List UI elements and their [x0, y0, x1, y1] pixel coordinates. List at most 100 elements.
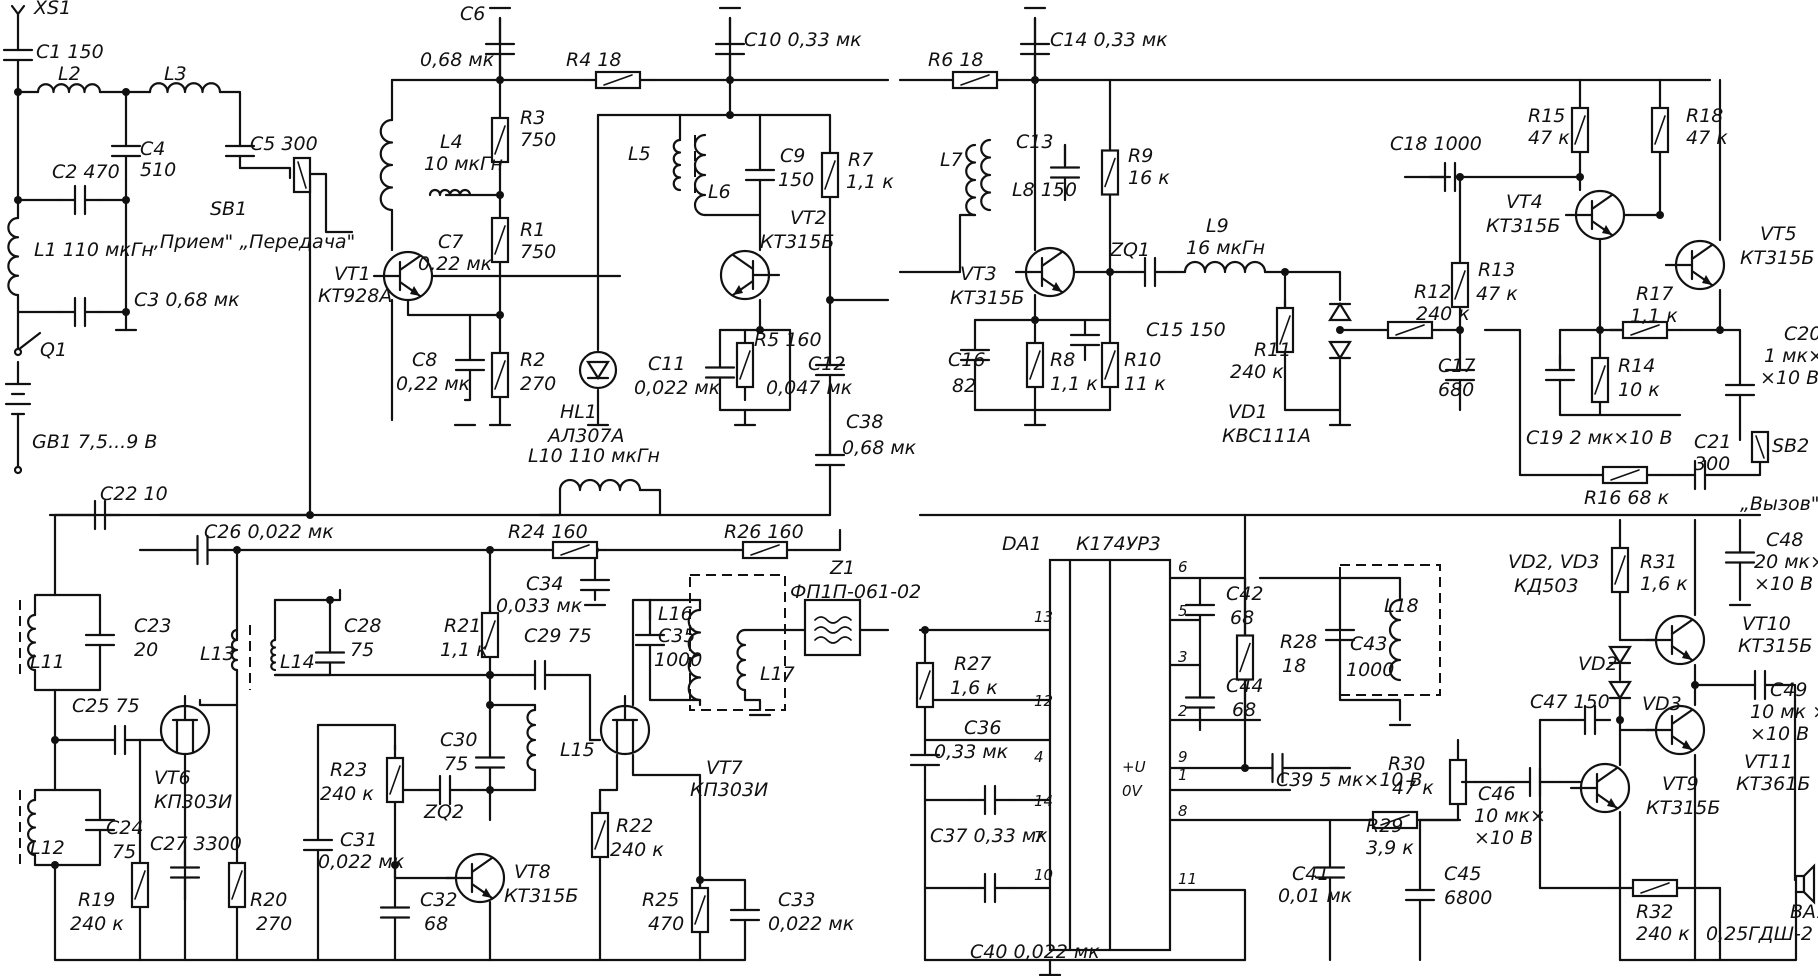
label-c3: C3 0,68 мк — [134, 289, 240, 311]
capacitor-c22 — [78, 499, 122, 531]
label-r13a: R13 — [1478, 259, 1515, 281]
resistor-r1 — [490, 208, 510, 272]
resistor-r24 — [543, 540, 607, 560]
label-c38a: C38 — [846, 411, 883, 433]
inductor-l17 — [736, 628, 747, 692]
resistor-r16 — [1588, 465, 1662, 485]
label-r28b: 18 — [1282, 655, 1306, 677]
resistor-r26 — [733, 540, 797, 560]
capacitor-c29 — [518, 659, 562, 691]
terminal-gb1 — [13, 465, 23, 475]
label-c10: C10 0,33 мк — [744, 29, 862, 51]
capacitor-c9 — [744, 148, 776, 202]
label-p0v: 0V — [1122, 782, 1144, 800]
label-c48b: 20 мк× — [1754, 551, 1818, 573]
label-vd1a: VD1 — [1228, 401, 1268, 423]
label-r32a: R32 — [1636, 901, 1673, 923]
label-r23a: R23 — [330, 759, 367, 781]
label-r9a: R9 — [1128, 145, 1153, 167]
label-r28a: R28 — [1280, 631, 1317, 653]
inductor-l14 — [270, 638, 277, 672]
label-r16: R16 68 к — [1584, 487, 1670, 509]
capacitor-c23 — [84, 618, 116, 662]
label-r30b: 47 к — [1392, 777, 1434, 799]
inductor-l3 — [148, 82, 222, 94]
label-r4: R4 18 — [566, 49, 622, 71]
label-c17a: C17 — [1438, 355, 1475, 377]
label-l9a: L9 — [1206, 215, 1229, 237]
label-c46c: ×10 В — [1474, 827, 1533, 849]
battery-gb1 — [4, 382, 32, 416]
label-c36b: 0,33 мк — [934, 741, 1009, 763]
label-c32b: 68 — [424, 913, 448, 935]
label-c28a: C28 — [344, 615, 381, 637]
resistor-r19 — [130, 843, 150, 927]
label-c29: C29 75 — [524, 625, 592, 647]
label-c6b: 0,68 мк — [420, 49, 495, 71]
label-p6: 6 — [1178, 558, 1188, 576]
label-c20a: C20 — [1784, 323, 1818, 345]
label-c40: C40 0,022 мк — [970, 941, 1100, 963]
label-c32a: C32 — [420, 889, 457, 911]
switch-sb1 — [292, 156, 312, 194]
inductor-l10 — [558, 478, 642, 492]
inductor-l11 — [27, 613, 37, 672]
label-c20b: 1 мк× — [1764, 345, 1818, 367]
transistor-vt4 — [1564, 189, 1626, 241]
circuit-components — [2, 16, 1816, 976]
inductor-l15 — [526, 708, 537, 772]
label-c14: C14 0,33 мк — [1050, 29, 1168, 51]
resistor-r31 — [1610, 538, 1630, 602]
label-c36a: C36 — [964, 717, 1001, 739]
capacitor-c16 — [959, 318, 991, 392]
capacitor-c44 — [1184, 683, 1216, 722]
label-p4: 4 — [1034, 748, 1044, 766]
label-c24b: 75 — [112, 841, 136, 863]
label-c44a: C44 — [1226, 675, 1263, 697]
label-l4b: 10 мкГн — [424, 153, 503, 175]
capacitor-c41 — [1314, 848, 1346, 897]
capacitor-c37 — [968, 784, 1012, 816]
label-z1a: Z1 — [829, 557, 855, 579]
label-r6: R6 18 — [928, 49, 984, 71]
label-p1: 1 — [1178, 766, 1188, 784]
label-p9: 9 — [1178, 748, 1188, 766]
label-l6: L6 — [708, 181, 731, 203]
label-l14: L14 — [280, 651, 315, 673]
label-l3: L3 — [164, 63, 187, 85]
label-r12a: R12 — [1414, 281, 1451, 303]
label-r21b: 1,1 к — [440, 639, 488, 661]
label-c27: C27 3300 — [150, 833, 242, 855]
transistor-vt9 — [1569, 762, 1631, 814]
label-c41a: C41 — [1292, 863, 1329, 885]
label-c41b: 0,01 мк — [1278, 885, 1353, 907]
varicap-vd1-b — [1328, 340, 1352, 361]
ic-da1 — [1048, 558, 1172, 952]
switch-sb2 — [1750, 430, 1770, 464]
label-c15: C15 150 — [1146, 319, 1226, 341]
capacitor-c42 — [1184, 588, 1216, 632]
label-ba1a: BA1 — [1790, 901, 1818, 923]
label-vd23b: КД503 — [1514, 575, 1579, 597]
label-r29b: 3,9 к — [1366, 837, 1414, 859]
capacitor-c3 — [58, 296, 102, 328]
label-r3b: 750 — [520, 129, 556, 151]
label-vt5b: КТ315Б — [1740, 247, 1814, 269]
label-c19: C19 2 мк×10 В — [1526, 427, 1673, 449]
capacitor-c17 — [1444, 348, 1476, 402]
label-r31a: R31 — [1640, 551, 1677, 573]
label-c31b: 0,022 мк — [318, 851, 405, 873]
label-c18: C18 1000 — [1390, 133, 1482, 155]
label-vyzov: „Вызов" — [1740, 493, 1818, 515]
inductor-l12 — [27, 798, 37, 857]
capacitor-c1 — [2, 33, 34, 77]
label-r11a: R11 — [1254, 339, 1291, 361]
label-l7: L7 — [940, 149, 963, 171]
label-vt2a: VT2 — [790, 207, 827, 229]
label-c33b: 0,022 мк — [768, 913, 855, 935]
capacitor-c46 — [1508, 766, 1562, 798]
capacitor-c40 — [968, 872, 1012, 904]
label-r19a: R19 — [78, 889, 115, 911]
